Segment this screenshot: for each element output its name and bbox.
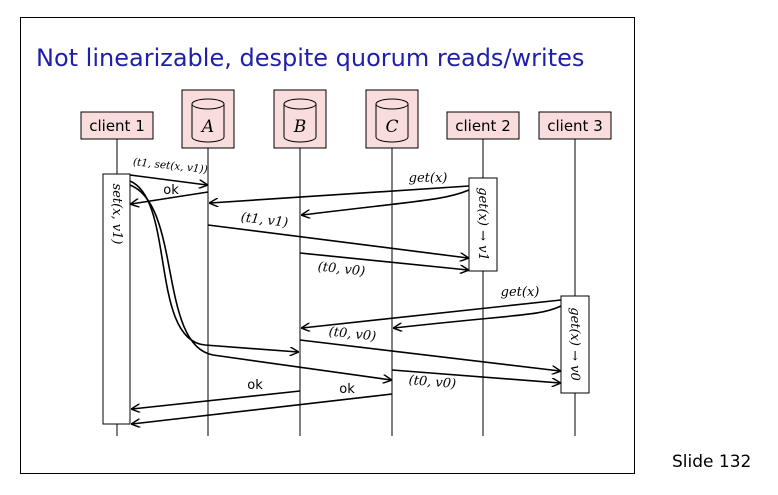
label-ok-from-a: ok — [163, 183, 179, 198]
label-get-x-client3: get(x) — [501, 285, 540, 300]
replica-a-label: A — [200, 117, 214, 137]
database-icon — [283, 98, 317, 143]
slide-frame — [20, 17, 635, 474]
label-ok-from-c: ok — [339, 382, 355, 397]
arrow-b-to-c3 — [299, 339, 560, 371]
label-b-to-client3: (t0, v0) — [328, 325, 377, 345]
activation-client1 — [102, 173, 131, 425]
database-icon — [191, 98, 225, 143]
actor-client1: client 1 — [80, 111, 154, 140]
arrow-c-to-c3 — [391, 369, 560, 383]
arrow-get-c3-to-b — [302, 299, 562, 328]
label-set-request: (t1, set(x, v1)) — [132, 156, 208, 176]
actor-replica-a: A — [181, 89, 235, 149]
activation-label-client2: get(x) → v1 — [475, 187, 490, 261]
arrow-get-c3-to-c — [394, 305, 562, 328]
label-ok-from-b: ok — [247, 378, 263, 393]
database-icon — [375, 98, 409, 143]
activation-label-client3: get(x) → v0 — [567, 307, 582, 381]
arrow-b-to-c2 — [299, 252, 468, 270]
arrow-set-to-c — [129, 184, 391, 380]
actor-client1-label: client 1 — [89, 117, 145, 135]
arrow-get-c2-to-b — [302, 189, 470, 215]
actor-replica-b: B — [273, 89, 327, 149]
label-b-to-client2: (t0, v0) — [317, 260, 366, 280]
arrow-ok-from-c — [132, 393, 393, 424]
activation-client2 — [468, 177, 498, 272]
replica-b-label: B — [293, 117, 307, 137]
actor-client2-label: client 2 — [455, 117, 511, 135]
slide-number: Slide 132 — [672, 452, 752, 472]
replica-c-label: C — [385, 117, 398, 137]
activation-label-client1: set(x, v1) — [109, 184, 124, 245]
actor-client3: client 3 — [538, 111, 612, 140]
arrow-get-c2-to-a — [210, 185, 470, 203]
messages — [129, 174, 562, 424]
activation-client3 — [560, 295, 590, 394]
actor-client3-label: client 3 — [547, 117, 603, 135]
actor-client2: client 2 — [446, 111, 520, 140]
actor-replica-c: C — [365, 89, 419, 149]
label-get-x-client2: get(x) — [409, 171, 448, 186]
arrow-ok-from-a — [131, 191, 209, 204]
arrow-ok-from-b — [132, 390, 301, 409]
label-a-to-client2: (t1, v1) — [240, 210, 289, 231]
arrow-set-to-a — [129, 174, 207, 185]
slide-title: Not linearizable, despite quorum reads/w… — [36, 44, 585, 72]
arrow-a-to-c2 — [207, 224, 468, 258]
label-c-to-client3: (t0, v0) — [408, 373, 457, 392]
arrow-set-to-b — [129, 180, 298, 352]
